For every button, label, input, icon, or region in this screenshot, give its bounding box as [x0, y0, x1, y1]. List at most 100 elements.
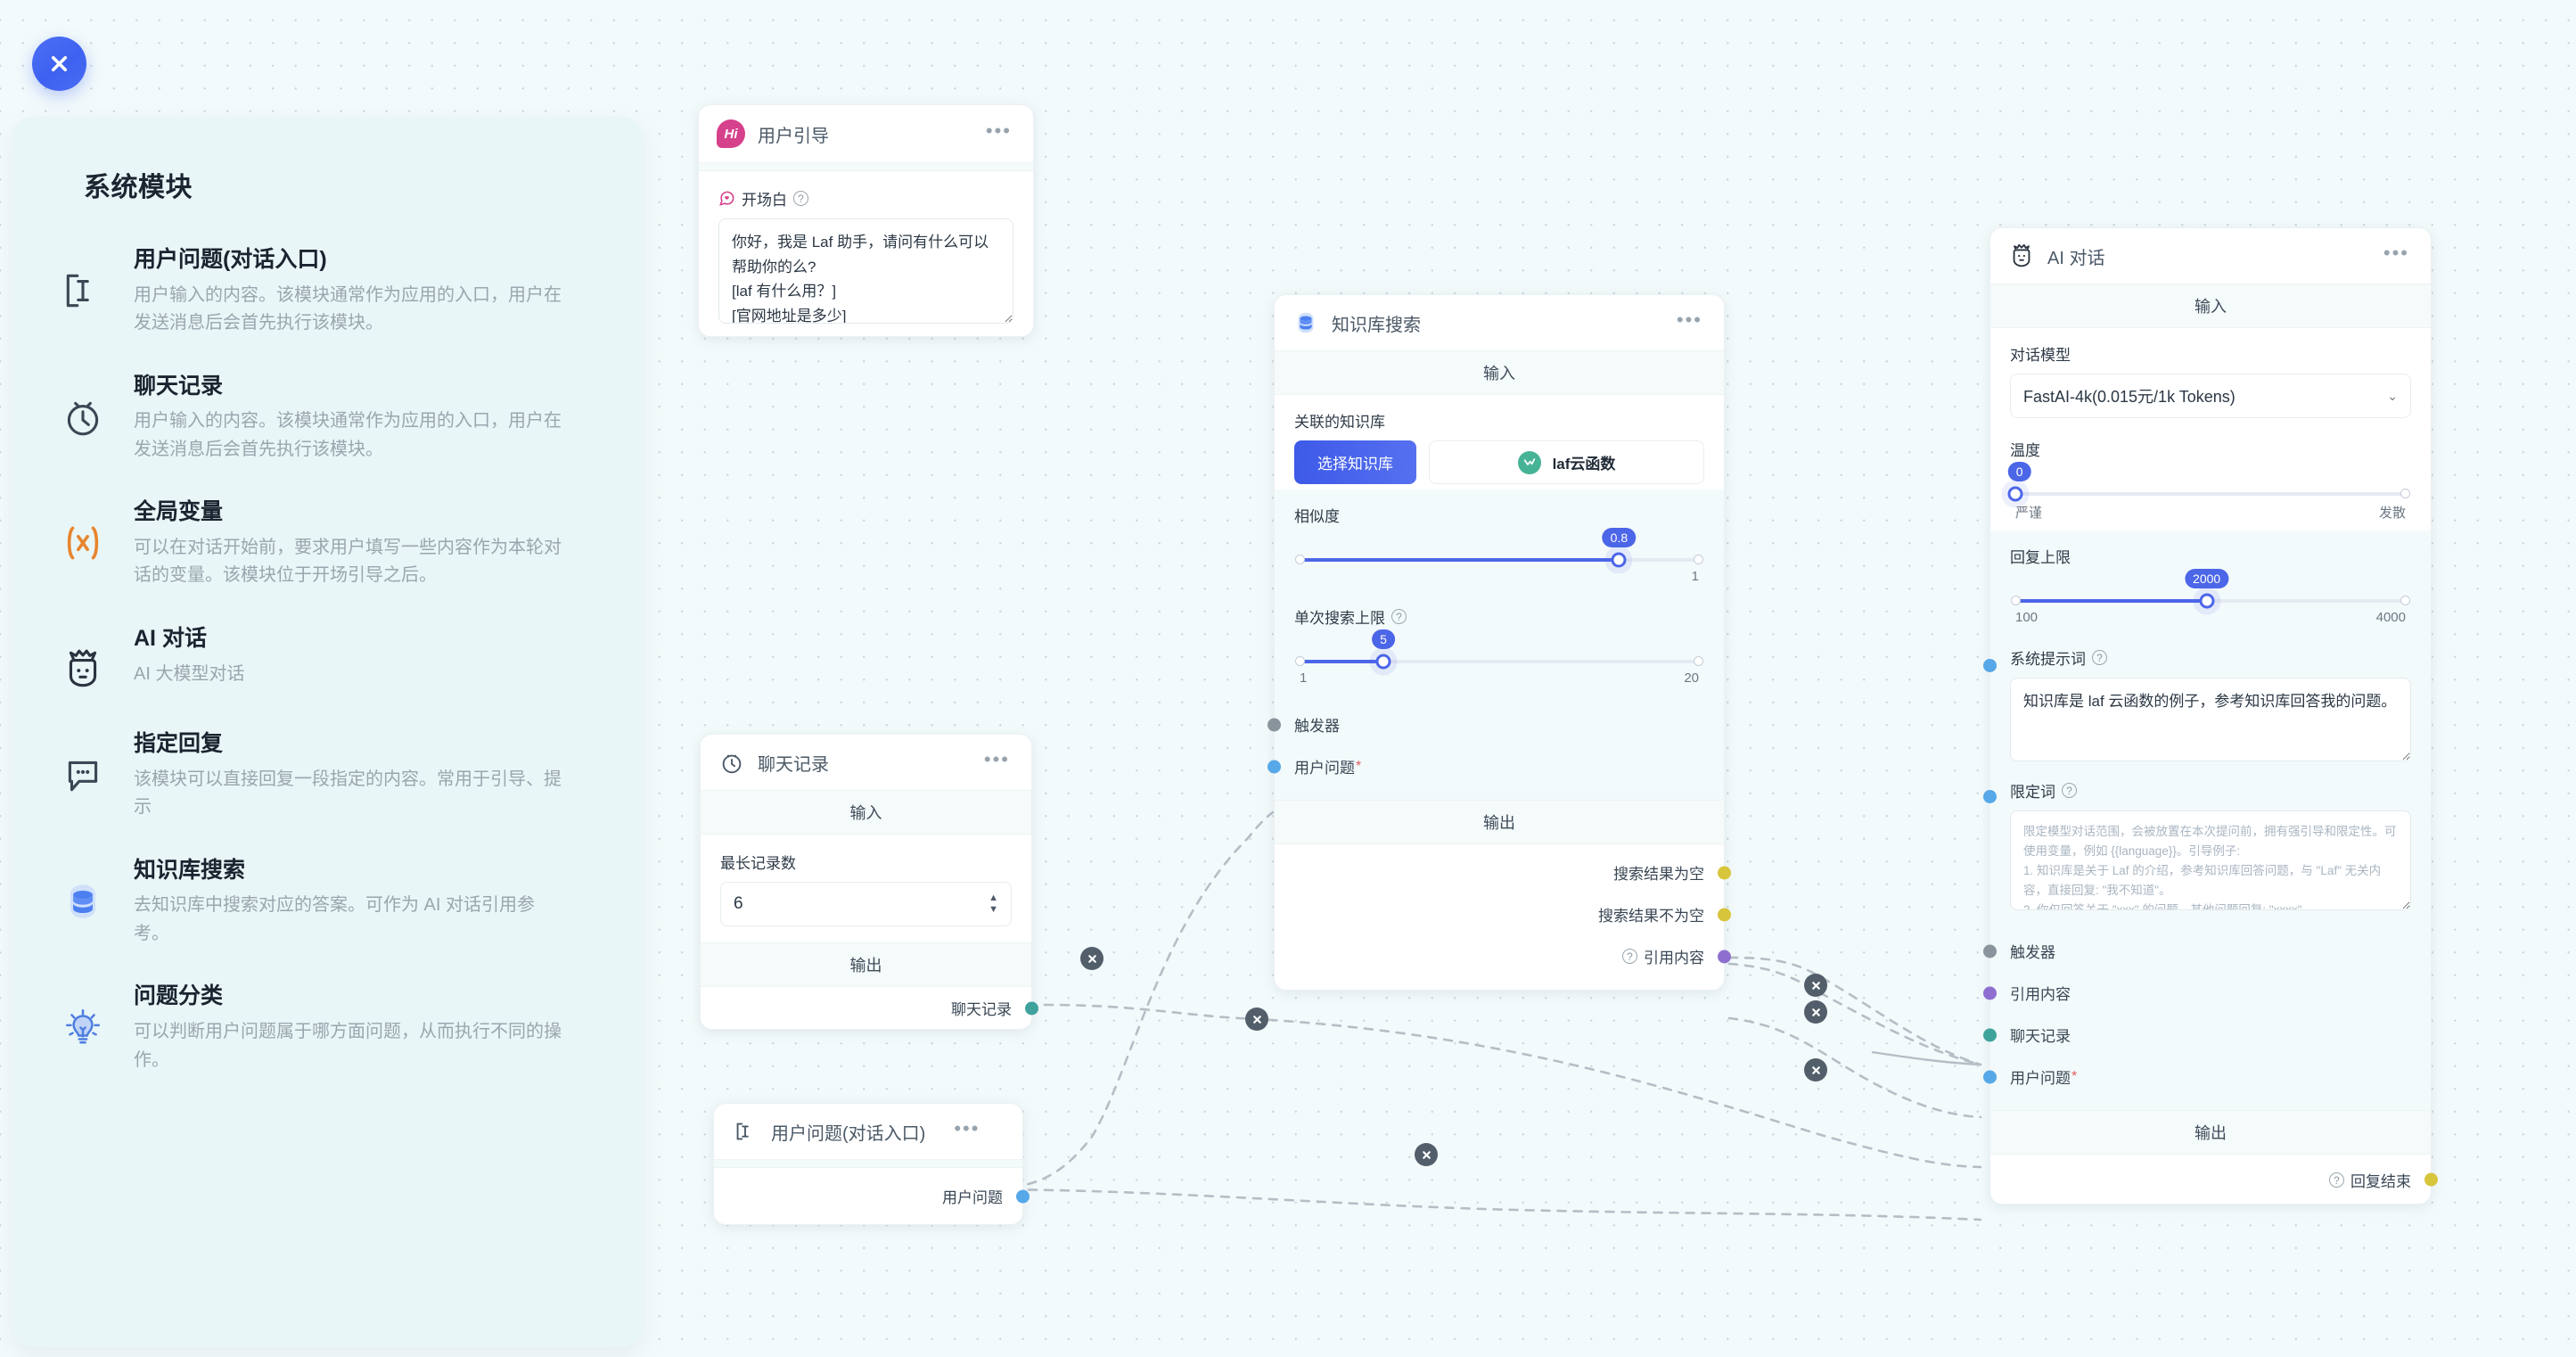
- help-icon[interactable]: ?: [2092, 650, 2107, 665]
- clock-icon: [718, 749, 745, 776]
- slider-min: 1: [1300, 670, 1308, 686]
- help-icon[interactable]: ?: [2062, 783, 2077, 798]
- input-chat-history[interactable]: 聊天记录: [1983, 1014, 2431, 1056]
- module-name: 问题分类: [134, 983, 224, 1009]
- sidebar-module-item[interactable]: 用户问题(对话入口)用户输入的内容。该模块通常作为应用的入口，用户在发送消息后会…: [48, 242, 607, 368]
- node-user-question[interactable]: 用户问题(对话入口) ••• 用户问题: [713, 1103, 1030, 1225]
- node-chat-history[interactable]: 聊天记录 ••• 输入 最长记录数 6 ▲▼ 输出 聊天记录: [700, 734, 1038, 1030]
- connector-dot-question[interactable]: [1016, 1189, 1030, 1203]
- edge-delete-button[interactable]: [1080, 947, 1103, 970]
- input-quote[interactable]: 引用内容: [1983, 972, 2431, 1014]
- similarity-slider[interactable]: 0.8 1: [1294, 528, 1704, 588]
- connector-dot-trigger[interactable]: [1983, 944, 1997, 958]
- input-label: 用户问题: [1294, 760, 1355, 777]
- node-header: AI 对话 •••: [1990, 228, 2431, 284]
- dataset-chip[interactable]: laf云函数: [1429, 440, 1704, 484]
- node-menu-icon[interactable]: •••: [983, 748, 1010, 771]
- spinner-up-icon[interactable]: ▲: [989, 892, 998, 904]
- model-select[interactable]: FastAI-4k(0.015元/1k Tokens) ⌄: [2010, 374, 2411, 418]
- connector-dot-chat[interactable]: [1025, 1001, 1038, 1015]
- connector-dot-quote[interactable]: [1983, 986, 1997, 999]
- connector-dot-quote[interactable]: [1718, 950, 1731, 963]
- connector-dot-result[interactable]: [1718, 908, 1731, 921]
- limit-slider[interactable]: 5 1 20: [1294, 629, 1704, 689]
- output-search-not-empty[interactable]: 搜索结果不为空: [1275, 893, 1731, 935]
- node-menu-icon[interactable]: •••: [985, 119, 1012, 143]
- slider-cap-right: [1694, 656, 1703, 666]
- slider-cap-right: [2400, 596, 2410, 605]
- node-menu-icon[interactable]: •••: [954, 1117, 980, 1140]
- lightbulb-icon: [57, 1001, 109, 1053]
- select-dataset-button[interactable]: 选择知识库: [1294, 440, 1416, 484]
- slider-track[interactable]: 0: [2007, 462, 2410, 502]
- close-panel-button[interactable]: [32, 37, 86, 91]
- max-records-input[interactable]: 6 ▲▼: [720, 882, 1012, 926]
- edge-delete-button[interactable]: [1245, 1007, 1268, 1031]
- opening-statement-text: 开场白: [742, 192, 787, 209]
- connector-dot-trigger[interactable]: [1267, 718, 1281, 731]
- output-user-question[interactable]: 用户问题: [714, 1168, 1030, 1224]
- slider-thumb[interactable]: [1375, 654, 1391, 670]
- system-prompt-textarea[interactable]: 知识库是 laf 云函数的例子，参考知识库回答我的问题。: [2010, 678, 2411, 761]
- connector-dot-result[interactable]: [1718, 866, 1731, 879]
- slider-track[interactable]: 5: [1295, 629, 1703, 670]
- output-search-empty[interactable]: 搜索结果为空: [1275, 851, 1731, 893]
- connector-dot-system-prompt[interactable]: [1983, 659, 1997, 672]
- connector-dot-question[interactable]: [1267, 760, 1281, 773]
- help-icon[interactable]: ?: [2329, 1172, 2344, 1188]
- input-user-question[interactable]: 用户问题*: [1983, 1056, 2431, 1098]
- close-icon: [1087, 954, 1096, 963]
- sidebar-module-item[interactable]: 问题分类可以判断用户问题属于哪方面问题，从而执行不同的操作。: [48, 978, 607, 1105]
- opening-statement-textarea[interactable]: 你好，我是 Laf 助手，请问有什么可以帮助你的么? [laf 有什么用？] […: [718, 218, 1013, 324]
- connector-dot-question[interactable]: [1983, 1070, 1997, 1083]
- slider-thumb[interactable]: [2199, 593, 2215, 609]
- output-label: 引用内容: [1644, 950, 1704, 966]
- sidebar-module-item[interactable]: 指定回复该模块可以直接回复一段指定的内容。常用于引导、提示: [48, 726, 607, 852]
- slider-track[interactable]: 0.8: [1295, 528, 1703, 568]
- slider-track[interactable]: 2000: [2011, 569, 2410, 609]
- max-tokens-slider[interactable]: 2000 100 4000: [2010, 569, 2411, 629]
- edge-delete-button[interactable]: [1804, 1000, 1827, 1024]
- sidebar-module-item[interactable]: 聊天记录用户输入的内容。该模块通常作为应用的入口，用户在发送消息后会首先执行该模…: [48, 368, 607, 495]
- connector-dot-limiter[interactable]: [1983, 790, 1997, 803]
- sidebar-module-item[interactable]: 全局变量可以在对话开始前，要求用户填写一些内容作为本轮对话的变量。该模块位于开场…: [48, 494, 607, 621]
- spinner-down-icon[interactable]: ▼: [989, 904, 998, 915]
- model-label: 对话模型: [2010, 347, 2071, 364]
- input-band: 输入: [1275, 350, 1724, 395]
- node-menu-icon[interactable]: •••: [2383, 242, 2409, 265]
- number-spinner[interactable]: ▲▼: [989, 892, 998, 915]
- help-icon[interactable]: ?: [1391, 609, 1407, 624]
- edge-delete-button[interactable]: [1804, 1058, 1827, 1081]
- edge-delete-button[interactable]: [1415, 1143, 1438, 1166]
- similarity-label: 相似度: [1294, 508, 1340, 525]
- input-trigger[interactable]: 触发器: [1267, 703, 1724, 745]
- max-tokens-group: 回复上限 2000 100 4000: [1990, 530, 2431, 634]
- output-finish[interactable]: ? 回复结束: [1990, 1155, 2438, 1204]
- node-kb-search[interactable]: 知识库搜索 ••• 输入 关联的知识库 选择知识库 laf云函数 相似度: [1267, 294, 1731, 991]
- sidebar-module-item[interactable]: 知识库搜索去知识库中搜索对应的答案。可作为 AI 对话引用参考。: [48, 852, 607, 979]
- output-quote[interactable]: ? 引用内容: [1275, 935, 1731, 977]
- help-icon[interactable]: ?: [793, 191, 808, 206]
- input-trigger[interactable]: 触发器: [1983, 930, 2431, 972]
- kb-outputs: 搜索结果为空 搜索结果不为空 ? 引用内容: [1275, 844, 1731, 990]
- connector-dot-result[interactable]: [2424, 1172, 2438, 1186]
- node-header: 知识库搜索 •••: [1275, 295, 1724, 350]
- system-modules-panel[interactable]: 系统模块 用户问题(对话入口)用户输入的内容。该模块通常作为应用的入口，用户在发…: [12, 117, 643, 1347]
- input-band: 输入: [701, 790, 1031, 835]
- module-desc: 去知识库中搜索对应的答案。可作为 AI 对话引用参考。: [134, 895, 536, 943]
- laf-logo-icon: [1517, 450, 1541, 474]
- slider-thumb[interactable]: [1611, 552, 1627, 568]
- output-chat-history[interactable]: 聊天记录: [701, 987, 1038, 1029]
- node-user-guide[interactable]: Hi 用户引导 ••• 开场白 ? 你好，我是 Laf 助手，请问有什么可以帮助…: [698, 104, 1034, 337]
- temperature-slider[interactable]: 0 严谨 发散: [2007, 462, 2411, 525]
- connector-dot-chat[interactable]: [1983, 1028, 1997, 1041]
- slider-thumb[interactable]: [2007, 486, 2023, 502]
- help-icon[interactable]: ?: [1622, 949, 1637, 964]
- node-ai-chat[interactable]: AI 对话 ••• 输入 对话模型 FastAI-4k(0.015元/1k To…: [1983, 227, 2438, 1205]
- edge-delete-button[interactable]: [1804, 974, 1827, 997]
- slider-range: 1 20: [1300, 670, 1699, 686]
- node-menu-icon[interactable]: •••: [1676, 308, 1702, 332]
- input-user-question[interactable]: 用户问题*: [1267, 745, 1724, 787]
- limiter-textarea[interactable]: 限定模型对话范围，会被放置在本次提问前，拥有强引导和限定性。可使用变量，例如 {…: [2010, 810, 2411, 910]
